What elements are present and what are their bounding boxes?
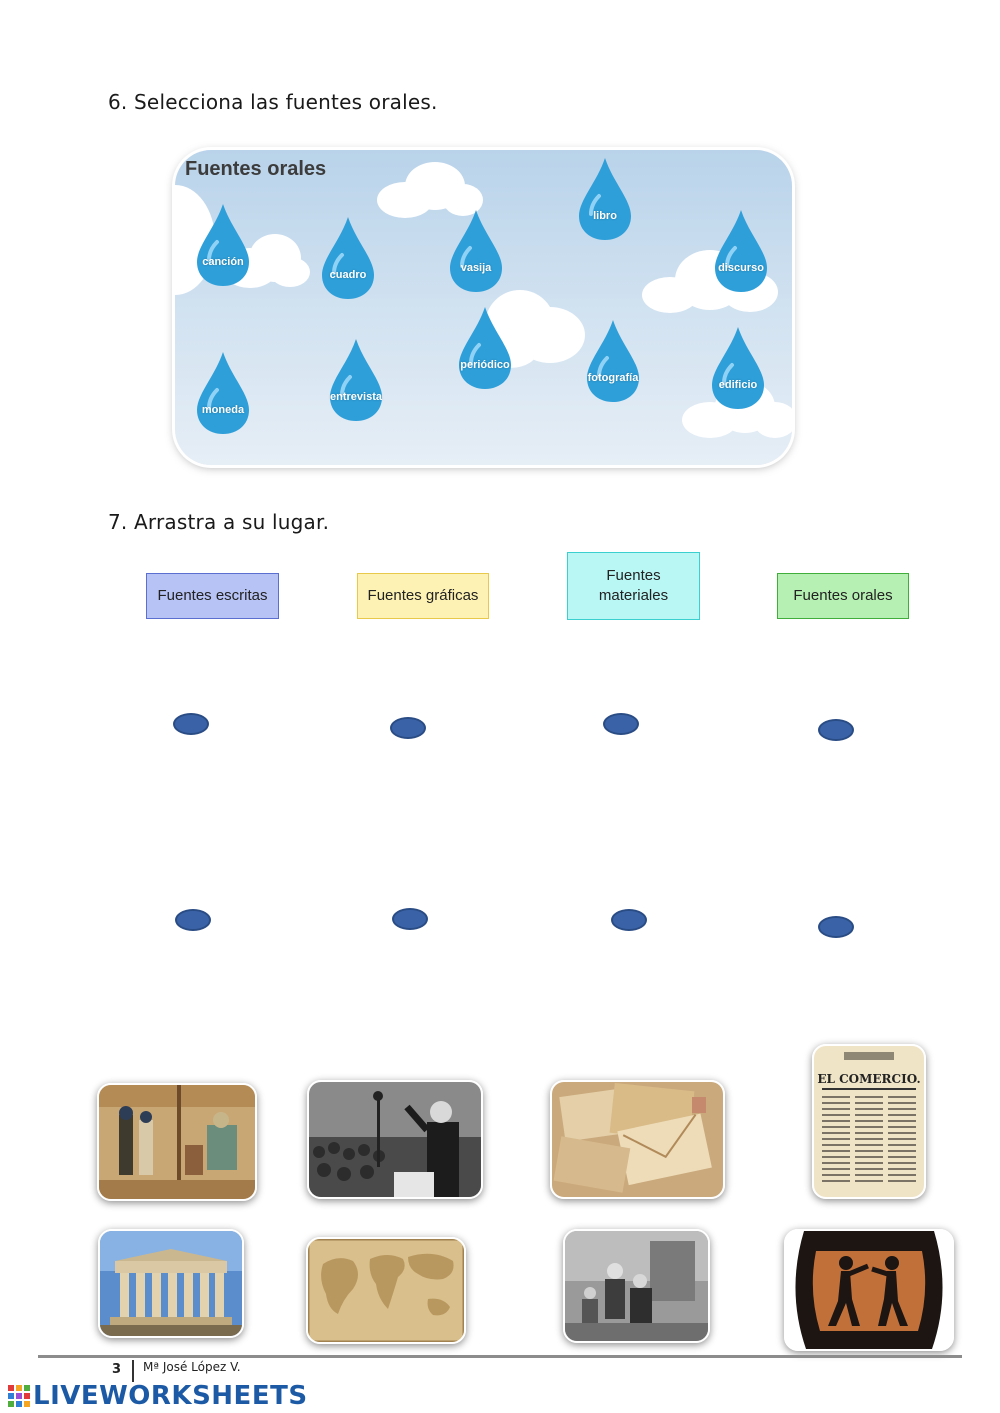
drop-label: moneda (201, 404, 245, 416)
drop-label: periódico (460, 359, 510, 371)
drop-moneda[interactable]: moneda (195, 350, 251, 436)
drop-target-orales-1[interactable] (818, 719, 854, 741)
oral-sources-rain-game: Fuentes orales canción cuadro vasija lib… (175, 150, 792, 465)
category-fuentes-graficas: Fuentes gráficas (357, 573, 489, 619)
category-fuentes-orales: Fuentes orales (777, 573, 909, 619)
old-map-image[interactable] (306, 1237, 466, 1344)
drop-cuadro[interactable]: cuadro (320, 215, 376, 301)
drop-label: canción (202, 256, 244, 268)
author-name: Mª José López V. (143, 1360, 241, 1374)
drop-label: discurso (718, 262, 764, 274)
water-drop-icon (322, 217, 374, 299)
rain-panel-title: Fuentes orales (185, 158, 327, 180)
drop-label: edificio (718, 379, 758, 391)
drop-periodico[interactable]: periódico (457, 305, 513, 391)
water-drop-icon (579, 158, 631, 240)
category-fuentes-escritas: Fuentes escritas (146, 573, 279, 619)
water-drop-icon (330, 339, 382, 421)
drop-label: libro (593, 210, 617, 222)
speech-photo-image[interactable] (307, 1080, 483, 1199)
drop-label: entrevista (330, 391, 382, 403)
page-number: 3 (112, 1362, 122, 1377)
family-photo-image[interactable] (563, 1229, 710, 1343)
water-drop-icon (459, 307, 511, 389)
newspaper-image[interactable]: EL COMERCIO. (812, 1044, 926, 1199)
page-number-separator (132, 1360, 134, 1382)
liveworksheets-grid-icon (8, 1385, 30, 1407)
drop-target-materiales-2[interactable] (611, 909, 647, 931)
drop-target-graficas-2[interactable] (392, 908, 428, 930)
drop-target-escritas-2[interactable] (175, 909, 211, 931)
egyptian-papyrus-image[interactable] (97, 1083, 257, 1201)
question-6-title: 6. Selecciona las fuentes orales. (108, 90, 438, 114)
drop-discurso[interactable]: discurso (713, 208, 769, 294)
newspaper-masthead: EL COMERCIO. (817, 1072, 920, 1086)
drop-cancion[interactable]: canción (195, 202, 251, 288)
water-drop-icon (715, 210, 767, 292)
liveworksheets-logo[interactable]: LIVEWORKSHEETS (8, 1381, 308, 1411)
drop-target-graficas-1[interactable] (390, 717, 426, 739)
category-fuentes-materiales: Fuentes materiales (567, 552, 700, 620)
cloud-icon (377, 162, 483, 218)
water-drop-icon (712, 327, 764, 409)
drop-vasija[interactable]: vasija (448, 208, 504, 294)
water-drop-icon (197, 352, 249, 434)
drop-fotografia[interactable]: fotografía (585, 318, 641, 404)
water-drop-icon (197, 204, 249, 286)
footer-divider (38, 1355, 962, 1358)
brand-name: LIVEWORKSHEETS (33, 1381, 308, 1411)
drop-libro[interactable]: libro (577, 156, 633, 242)
drop-label: cuadro (329, 269, 367, 281)
drop-label: vasija (460, 262, 492, 274)
water-drop-icon (450, 210, 502, 292)
parthenon-image[interactable] (98, 1229, 244, 1338)
old-letters-image[interactable] (550, 1080, 725, 1199)
drop-entrevista[interactable]: entrevista (328, 337, 384, 423)
drop-label: fotografía (587, 372, 639, 384)
question-7-title: 7. Arrastra a su lugar. (108, 510, 330, 534)
greek-vase-image[interactable] (784, 1229, 954, 1351)
drop-target-orales-2[interactable] (818, 916, 854, 938)
water-drop-icon (587, 320, 639, 402)
drop-target-materiales-1[interactable] (603, 713, 639, 735)
drop-edificio[interactable]: edificio (710, 325, 766, 411)
drop-target-escritas-1[interactable] (173, 713, 209, 735)
